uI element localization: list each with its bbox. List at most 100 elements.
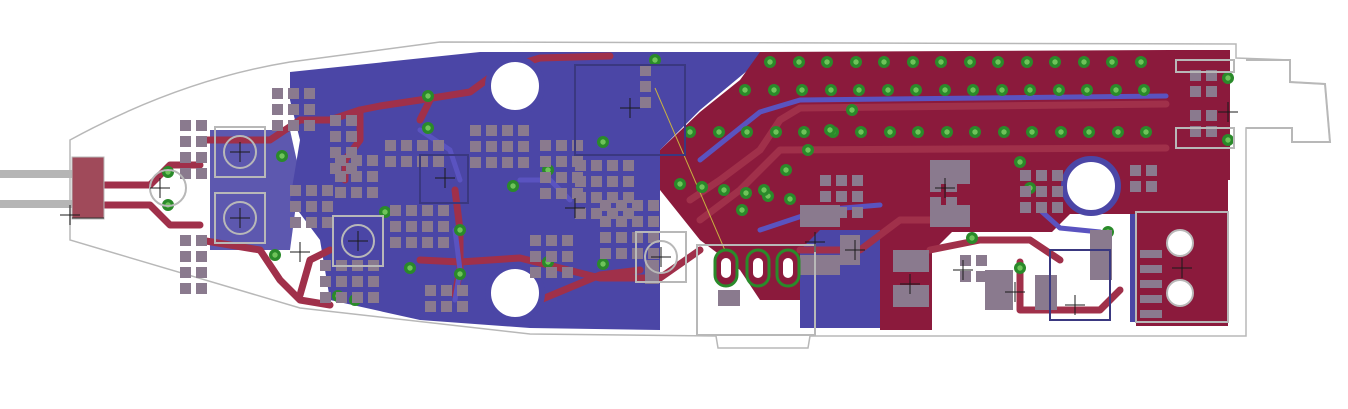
smd-pad	[960, 255, 971, 266]
slotted-pads	[713, 248, 801, 288]
smd-pad	[562, 235, 573, 246]
header-pins	[0, 156, 105, 220]
smd-pad	[591, 160, 602, 171]
smd-pad	[502, 157, 513, 168]
smd-pad	[457, 285, 468, 296]
smd-pad	[546, 235, 557, 246]
smd-pad	[422, 237, 433, 248]
smd-pad	[1036, 202, 1047, 213]
smd-pad	[985, 270, 1013, 310]
large-components	[149, 64, 1229, 336]
via-drill	[1109, 59, 1115, 65]
via-drill	[1017, 159, 1023, 165]
smd-pad	[351, 155, 362, 166]
smd-pad	[518, 125, 529, 136]
smd-pad	[607, 176, 618, 187]
smd-pad	[502, 141, 513, 152]
via-drill	[773, 129, 779, 135]
smd-pad	[930, 160, 970, 184]
via-drill	[942, 87, 948, 93]
via-drill	[743, 190, 749, 196]
via-drill	[796, 59, 802, 65]
smd-pad	[575, 208, 586, 219]
smd-pad	[893, 250, 929, 272]
smd-pad	[346, 131, 357, 142]
via-drill	[783, 167, 789, 173]
smd-pad	[438, 205, 449, 216]
smd-pad	[1052, 202, 1063, 213]
smd-pad	[518, 157, 529, 168]
via-drill	[1225, 75, 1231, 81]
smd-pad	[290, 185, 301, 196]
smd-pad	[1146, 165, 1157, 176]
via-drill	[1001, 129, 1007, 135]
smd-pad	[441, 301, 452, 312]
smd-pad	[893, 285, 929, 307]
via-drill	[771, 87, 777, 93]
via-drill	[545, 167, 551, 173]
smd-pad	[180, 136, 191, 147]
via-drill	[761, 187, 767, 193]
smd-pad	[546, 267, 557, 278]
smd-pad	[288, 120, 299, 131]
smd-pad	[335, 155, 346, 166]
smd-pad	[346, 163, 357, 174]
smd-pad	[1190, 86, 1201, 97]
smd-pad	[1140, 250, 1162, 258]
via-drill	[969, 235, 975, 241]
smd-pad	[1020, 186, 1031, 197]
smd-pad	[623, 208, 634, 219]
smd-pad	[607, 192, 618, 203]
via-drill	[1029, 129, 1035, 135]
smd-pad	[976, 271, 987, 282]
smd-pad	[648, 248, 659, 259]
smd-pad	[180, 235, 191, 246]
via-drill	[1138, 59, 1144, 65]
smd-pad	[272, 120, 283, 131]
smd-pad	[336, 276, 347, 287]
smd-pad	[336, 292, 347, 303]
smd-pad	[1036, 186, 1047, 197]
smd-pad	[272, 104, 283, 115]
smd-pad	[1130, 181, 1141, 192]
via-drill	[1084, 87, 1090, 93]
via-drill	[910, 59, 916, 65]
via-drill	[858, 129, 864, 135]
smd-pad	[425, 285, 436, 296]
smd-pad	[1206, 70, 1217, 81]
smd-pad	[330, 131, 341, 142]
smd-pad	[930, 181, 941, 192]
via-drill	[1017, 265, 1023, 271]
smd-pad	[1140, 280, 1162, 288]
smd-pad	[335, 187, 346, 198]
smd-pad	[306, 217, 317, 228]
smd-pad	[960, 271, 971, 282]
smd-pad	[562, 267, 573, 278]
via-drill	[1225, 137, 1231, 143]
via-drill	[1081, 59, 1087, 65]
smd-pad	[1140, 265, 1162, 273]
smd-pad	[1036, 170, 1047, 181]
smd-pad	[351, 171, 362, 182]
bottom-copper-pour-left	[210, 130, 300, 250]
via-drill	[600, 139, 606, 145]
smd-pad	[304, 120, 315, 131]
via-drill	[944, 129, 950, 135]
smd-pad	[976, 255, 987, 266]
smd-pad	[196, 152, 207, 163]
via-drill	[828, 87, 834, 93]
via-array	[162, 54, 1234, 306]
smd-pad	[320, 292, 331, 303]
via-drill	[272, 252, 278, 258]
smd-pad	[304, 104, 315, 115]
component-origins	[60, 98, 1238, 315]
smd-pad	[1035, 275, 1057, 310]
via-drill	[881, 59, 887, 65]
via-drill	[425, 93, 431, 99]
via-drill	[1027, 87, 1033, 93]
via-drill	[824, 59, 830, 65]
via-drill	[382, 209, 388, 215]
smd-pad	[607, 208, 618, 219]
